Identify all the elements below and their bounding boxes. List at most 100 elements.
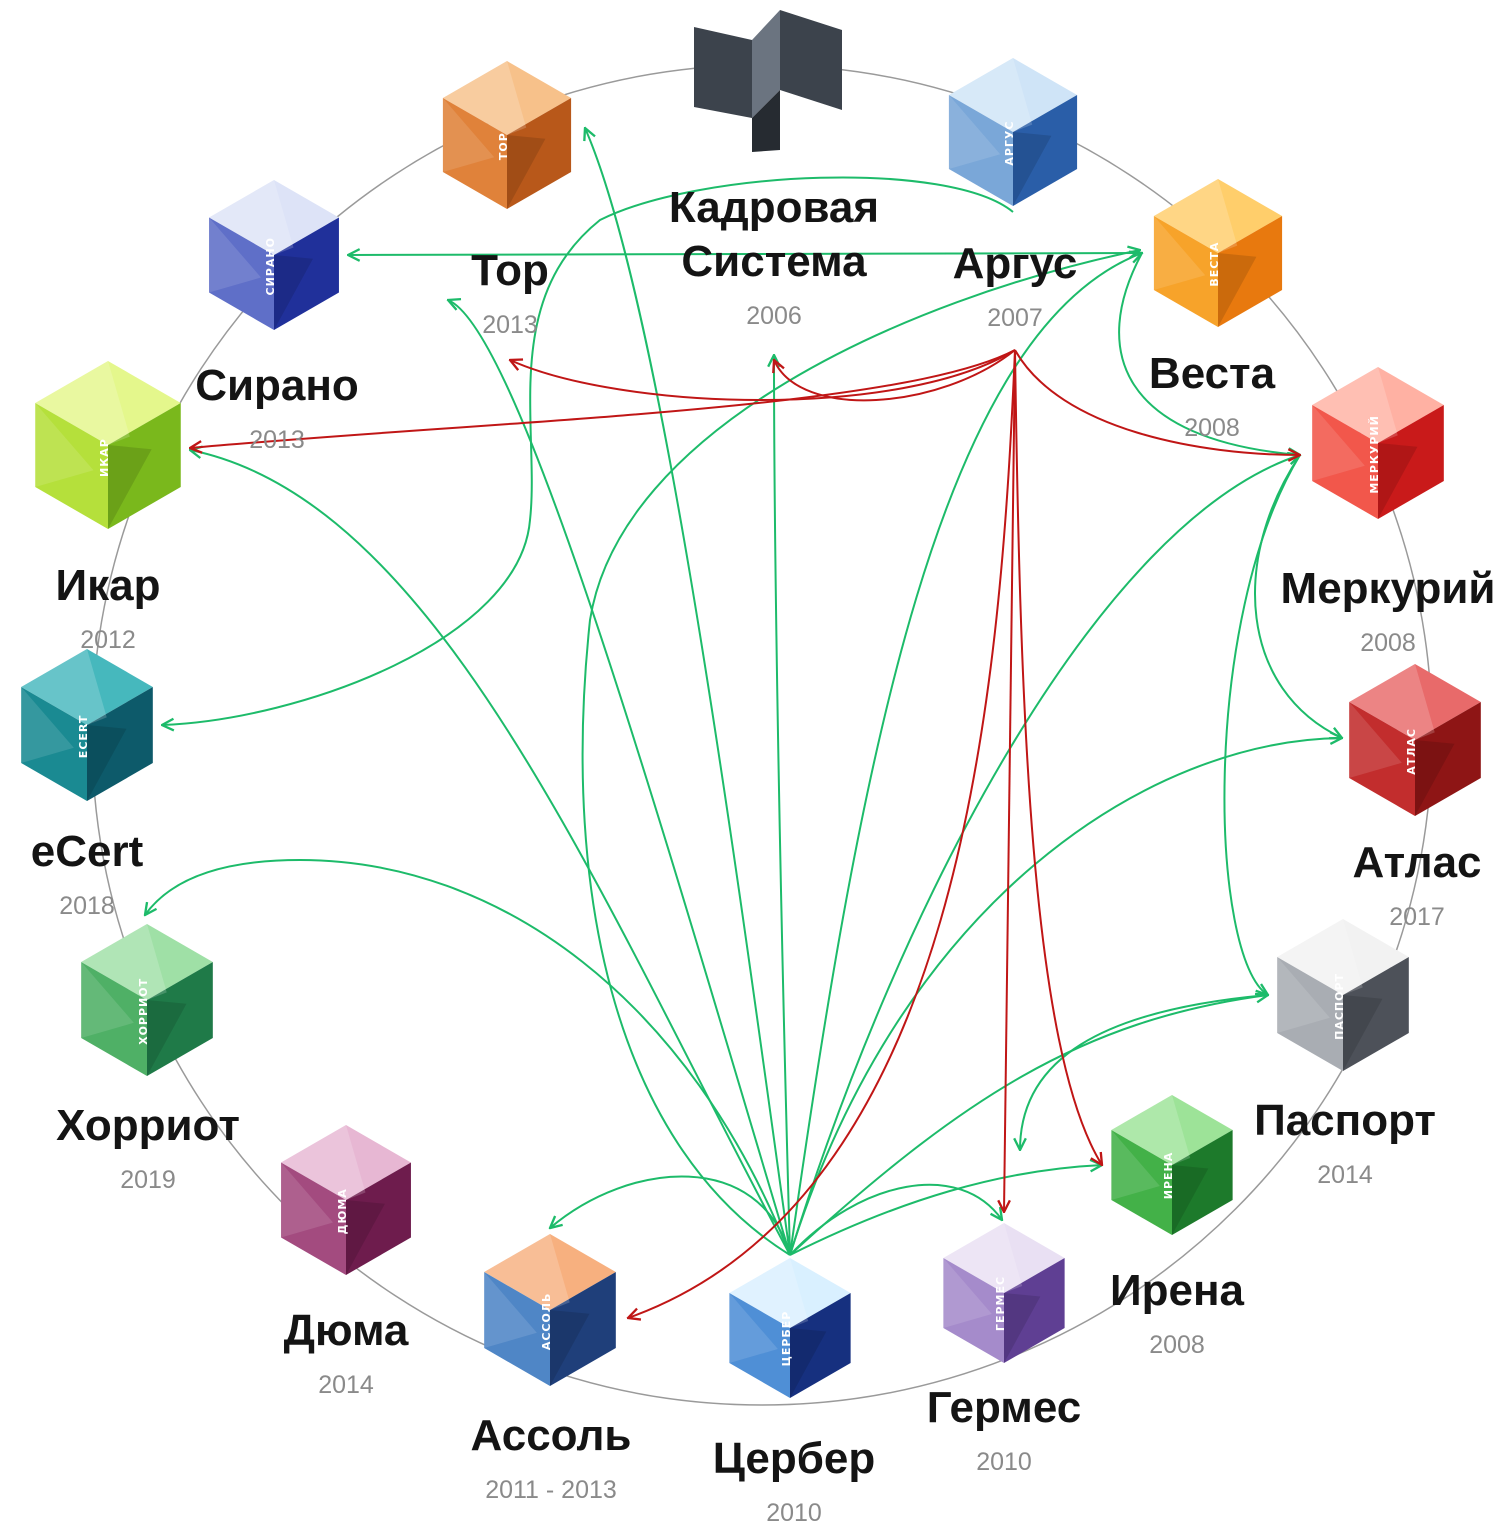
edge-tserber-to-irena bbox=[789, 1165, 1102, 1256]
cube-icon bbox=[729, 1258, 851, 1398]
cube-text: АТЛАС bbox=[1405, 728, 1418, 775]
edge-tserber-to-khorriot bbox=[145, 858, 791, 1256]
edge-argus-to-kadrovaya bbox=[774, 349, 1016, 402]
edge-merkuriy-to-atlas bbox=[1254, 454, 1342, 738]
edge-argus-to-germes bbox=[1004, 349, 1016, 1212]
edge-tserber-to-pasport bbox=[789, 995, 1268, 1256]
node-argus[interactable]: АРГУС Аргус 2007 bbox=[948, 58, 1078, 332]
node-pasport[interactable]: ПАСПОРТ Паспорт 2014 bbox=[1254, 919, 1436, 1189]
node-name: Паспорт bbox=[1254, 1096, 1436, 1145]
cube-icon bbox=[943, 1223, 1065, 1363]
edge-vesta-to-sirano bbox=[348, 253, 1143, 255]
node-name: Тор bbox=[471, 246, 549, 295]
cube-text: ВЕСТА bbox=[1208, 242, 1221, 287]
node-name: Цербер bbox=[713, 1434, 876, 1483]
cube-icon bbox=[209, 180, 339, 330]
cube-text: ПАСПОРТ bbox=[1333, 973, 1346, 1040]
node-year: 2014 bbox=[1317, 1161, 1373, 1189]
node-year: 2013 bbox=[249, 426, 305, 454]
cube-icon bbox=[35, 361, 181, 529]
edge-merkuriy-to-pasport bbox=[1223, 454, 1301, 995]
node-year: 2008 bbox=[1184, 414, 1240, 442]
edge-tserber-to-merkuriy bbox=[789, 455, 1300, 1256]
kadrovaya-logo-icon bbox=[694, 10, 842, 152]
cube-text: ЦЕРБЕР bbox=[780, 1311, 793, 1367]
cube-icon bbox=[1277, 919, 1409, 1071]
cube-icon bbox=[948, 58, 1078, 206]
node-year: 2017 bbox=[1389, 903, 1445, 931]
cube-icon bbox=[81, 924, 213, 1076]
node-year: 2012 bbox=[80, 626, 136, 654]
cube-icon bbox=[1111, 1095, 1233, 1235]
cube-text: ИРЕНА bbox=[1162, 1152, 1175, 1200]
node-name: Система bbox=[681, 237, 867, 286]
cube-text: СИРАНО bbox=[264, 237, 277, 295]
edge-tserber-to-germes bbox=[789, 1183, 1002, 1256]
node-year: 2010 bbox=[976, 1448, 1032, 1476]
node-sirano[interactable]: СИРАНО Сирано 2013 bbox=[195, 180, 359, 454]
node-name: Аргус bbox=[953, 239, 1078, 288]
edge-tserber-to-sirano bbox=[448, 300, 791, 1256]
cube-icon bbox=[1349, 664, 1481, 816]
node-name: Ассоль bbox=[471, 1411, 632, 1460]
node-name: Дюма bbox=[284, 1306, 409, 1355]
node-year: 2019 bbox=[120, 1166, 176, 1194]
node-year: 2014 bbox=[318, 1371, 374, 1399]
cube-icon bbox=[281, 1125, 411, 1275]
edge-argus-to-ecert bbox=[162, 176, 1014, 725]
node-name: Кадровая bbox=[669, 183, 879, 232]
cube-icon bbox=[21, 649, 153, 801]
edge-tserber-to-kadrovaya bbox=[774, 355, 791, 1256]
node-year: 2018 bbox=[59, 892, 115, 920]
node-year: 2008 bbox=[1360, 629, 1416, 657]
node-atlas[interactable]: АТЛАС Атлас 2017 bbox=[1349, 664, 1482, 931]
node-khorriot[interactable]: ХОРРИОТ Хорриот 2019 bbox=[56, 924, 240, 1194]
cube-text: АРГУС bbox=[1003, 121, 1016, 166]
edge-argus-to-tor bbox=[510, 349, 1016, 401]
edge-tserber-to-assol bbox=[581, 250, 1140, 1256]
node-ecert[interactable]: ECERT eCert 2018 bbox=[21, 649, 153, 920]
node-name: eCert bbox=[31, 827, 144, 876]
edge-vesta-to-merkuriy bbox=[1118, 252, 1300, 455]
node-year: 2007 bbox=[987, 304, 1043, 332]
edge-argus-to-assol bbox=[628, 349, 1016, 1318]
cube-icon bbox=[484, 1234, 616, 1386]
edge-tserber-to-tor bbox=[585, 128, 791, 1256]
cube-text: ТОР bbox=[497, 132, 510, 160]
node-name: Меркурий bbox=[1281, 564, 1495, 613]
edge-pasport-to-germes bbox=[1020, 994, 1269, 1150]
edge-tserber-to-assol-2 bbox=[550, 1175, 791, 1256]
node-tserber[interactable]: ЦЕРБЕР Цербер 2010 bbox=[713, 1258, 876, 1522]
cube-text: ECERT bbox=[77, 715, 90, 759]
cube-icon bbox=[1153, 179, 1283, 327]
cube-text: ИКАР bbox=[98, 438, 111, 477]
systems: КадроваяСистема2006АРГУСАргус2007ВЕСТАВе… bbox=[21, 10, 1495, 1522]
edge-argus-to-merkuriy bbox=[1014, 349, 1300, 455]
node-year: 2013 bbox=[482, 311, 538, 339]
cube-icon bbox=[1312, 367, 1444, 519]
node-name: Веста bbox=[1149, 349, 1276, 398]
node-name: Сирано bbox=[195, 361, 359, 410]
node-name: Хорриот bbox=[56, 1101, 240, 1150]
cube-text: ХОРРИОТ bbox=[137, 978, 150, 1045]
node-vesta[interactable]: ВЕСТА Веста 2008 bbox=[1149, 179, 1283, 442]
cube-text: ДЮМА bbox=[336, 1188, 349, 1234]
node-tor[interactable]: ТОР Тор 2013 bbox=[442, 61, 572, 339]
edge-argus-to-ikar bbox=[190, 349, 1016, 448]
node-merkuriy[interactable]: МЕРКУРИЙ Меркурий 2008 bbox=[1281, 367, 1495, 657]
node-year: 2011 - 2013 bbox=[485, 1476, 617, 1504]
cube-icon bbox=[442, 61, 572, 209]
node-name: Ирена bbox=[1110, 1266, 1245, 1315]
node-dyuma[interactable]: ДЮМА Дюма 2014 bbox=[281, 1125, 411, 1399]
edge-tserber-to-ikar bbox=[190, 450, 791, 1256]
node-name: Атлас bbox=[1352, 838, 1481, 887]
node-year: 2010 bbox=[766, 1499, 822, 1522]
cube-text: ГЕРМЕС bbox=[994, 1276, 1007, 1331]
cube-text: МЕРКУРИЙ bbox=[1368, 415, 1381, 493]
